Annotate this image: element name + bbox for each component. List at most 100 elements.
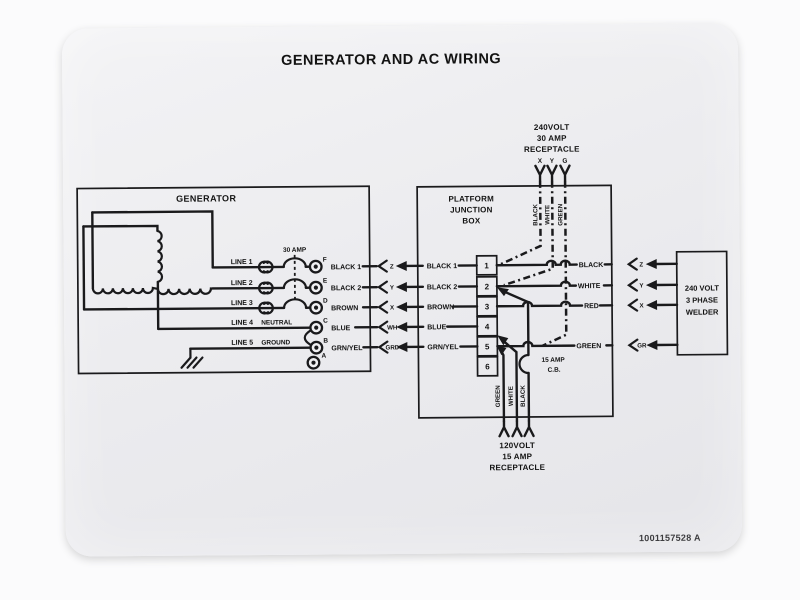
recep120-title-3: RECEPTACLE (489, 463, 545, 472)
terminal-2: 2 (485, 282, 490, 291)
pin-y-240: Y (550, 158, 555, 165)
receptacle-120-wires: 15 AMP C.B. GREEN WHITE BLACK (495, 287, 565, 423)
junction-title-2: JUNCTION (450, 205, 493, 214)
jb-wire-black1: BLACK 1 (427, 263, 457, 270)
fork-240-y (546, 164, 558, 183)
terminal-letter-f: F (323, 257, 327, 264)
wire-240-green: GREEN (557, 203, 564, 226)
pin-z-left: Z (390, 263, 394, 270)
generator-box (76, 185, 372, 375)
receptacle-240-section: 240VOLT 30 AMP RECEPTACLE X Y G (524, 123, 580, 183)
recep120-title-2: 15 AMP (502, 452, 532, 461)
cb-label-2: C.B. (548, 367, 561, 374)
terminal-letter-a: A (321, 353, 326, 360)
cb-label-1: 15 AMP (541, 357, 565, 364)
diagram-title: GENERATOR AND AC WIRING (281, 51, 501, 69)
generator-windings (82, 210, 215, 331)
jb-right-black: BLACK (579, 262, 604, 269)
fork-240-g (559, 164, 571, 182)
welder-title-1: 240 VOLT (685, 283, 720, 292)
welder-title-2: 3 PHASE (686, 296, 718, 305)
junction-title-1: PLATFORM (448, 194, 494, 203)
jb-wire-grnyel: GRN/YEL (427, 344, 459, 351)
line1-label: LINE 1 (231, 259, 253, 266)
pin-x-240: X (538, 158, 543, 165)
wire-120-black: BLACK (520, 385, 527, 407)
breaker-30amp: 30 AMP (282, 247, 308, 310)
pin-x-right: X (639, 302, 644, 309)
jb-wire-blue: BLUE (427, 324, 446, 331)
generator-section: GENERATOR (76, 185, 379, 375)
ground-label: GROUND (261, 339, 290, 346)
gen-wire-grnyel: GRN/YEL (331, 345, 363, 352)
breaker-label: 30 AMP (283, 247, 307, 254)
pin-y-left: Y (390, 284, 395, 291)
pin-grd-left: GRD (385, 344, 399, 351)
pin-gr-right: GR (637, 342, 647, 349)
pin-y-right: Y (639, 282, 644, 289)
part-number: 1001157528 A (639, 533, 701, 543)
welder-title-3: WELDER (686, 307, 719, 316)
junction-title-3: BOX (462, 216, 480, 225)
terminal-letter-d: D (323, 298, 328, 305)
terminal-3: 3 (485, 302, 490, 311)
neutral-label: NEUTRAL (261, 319, 292, 326)
junction-box-section: PLATFORM JUNCTION BOX BLACK 1 BLACK 2 BR… (416, 180, 614, 423)
recep120-title-1: 120VOLT (499, 441, 535, 450)
plug-left-chevrons (376, 259, 389, 354)
fork-120-white (511, 419, 523, 438)
plug-right-chevrons (626, 257, 639, 352)
pin-z-right: Z (639, 261, 643, 268)
generator-label: GENERATOR (176, 193, 236, 203)
generator-terminals: F E D C B A (303, 257, 328, 370)
gen-wire-black1: BLACK 1 (331, 264, 361, 271)
jb-right-white: WHITE (578, 283, 601, 290)
line4-label: LINE 4 (231, 320, 253, 327)
receptacle-240-wires: BLACK WHITE GREEN (500, 180, 568, 348)
generator-line-wires (82, 265, 312, 350)
fork-120-green (498, 419, 510, 438)
plug-left: Z Y X WH GRD (376, 259, 425, 354)
pin-wh-left: WH (387, 324, 398, 331)
terminal-strip: 1 2 3 4 5 6 (475, 254, 499, 377)
ground-symbol (180, 347, 204, 369)
welder-box (675, 250, 729, 356)
wire-240-white: WHITE (544, 205, 551, 225)
wire-240-black: BLACK (532, 204, 539, 226)
terminal-6: 6 (485, 362, 490, 371)
terminal-5: 5 (485, 342, 490, 351)
pin-g-240: G (562, 158, 567, 165)
neutral-ground-jumper (303, 329, 312, 346)
line2-label: LINE 2 (231, 280, 253, 287)
terminal-4: 4 (485, 322, 490, 331)
welder-section: 240 VOLT 3 PHASE WELDER (675, 250, 729, 356)
jb-wire-brown: BROWN (427, 304, 454, 311)
receptacle-120-section: 120VOLT 15 AMP RECEPTACLE (489, 419, 546, 472)
terminal-1: 1 (484, 261, 489, 270)
jb-right-green: GREEN (576, 343, 601, 350)
recep240-title-2: 30 AMP (537, 134, 567, 143)
jb-wire-black2: BLACK 2 (427, 284, 457, 291)
jb-right-red: RED (584, 303, 599, 310)
breaker-15amp-symbol (518, 353, 530, 375)
junction-box (416, 184, 614, 419)
gen-wire-brown: BROWN (331, 305, 358, 312)
recep240-title-3: RECEPTACLE (524, 145, 580, 154)
line3-label: LINE 3 (231, 300, 253, 307)
wire-120-white: WHITE (508, 386, 515, 406)
line-connector-symbols (257, 260, 274, 315)
terminal-letter-b: B (323, 338, 328, 345)
terminal-letter-c: C (323, 318, 328, 325)
gen-wire-black2: BLACK 2 (331, 285, 361, 292)
gen-wire-blue: BLUE (331, 325, 350, 332)
pin-x-left: X (390, 304, 395, 311)
recep240-title-1: 240VOLT (534, 123, 570, 132)
wire-120-green: GREEN (495, 385, 502, 408)
terminal-letter-e: E (323, 278, 328, 285)
fork-240-x (534, 164, 546, 183)
line5-label: LINE 5 (231, 340, 253, 347)
plug-right: Z Y X GR (626, 257, 679, 352)
